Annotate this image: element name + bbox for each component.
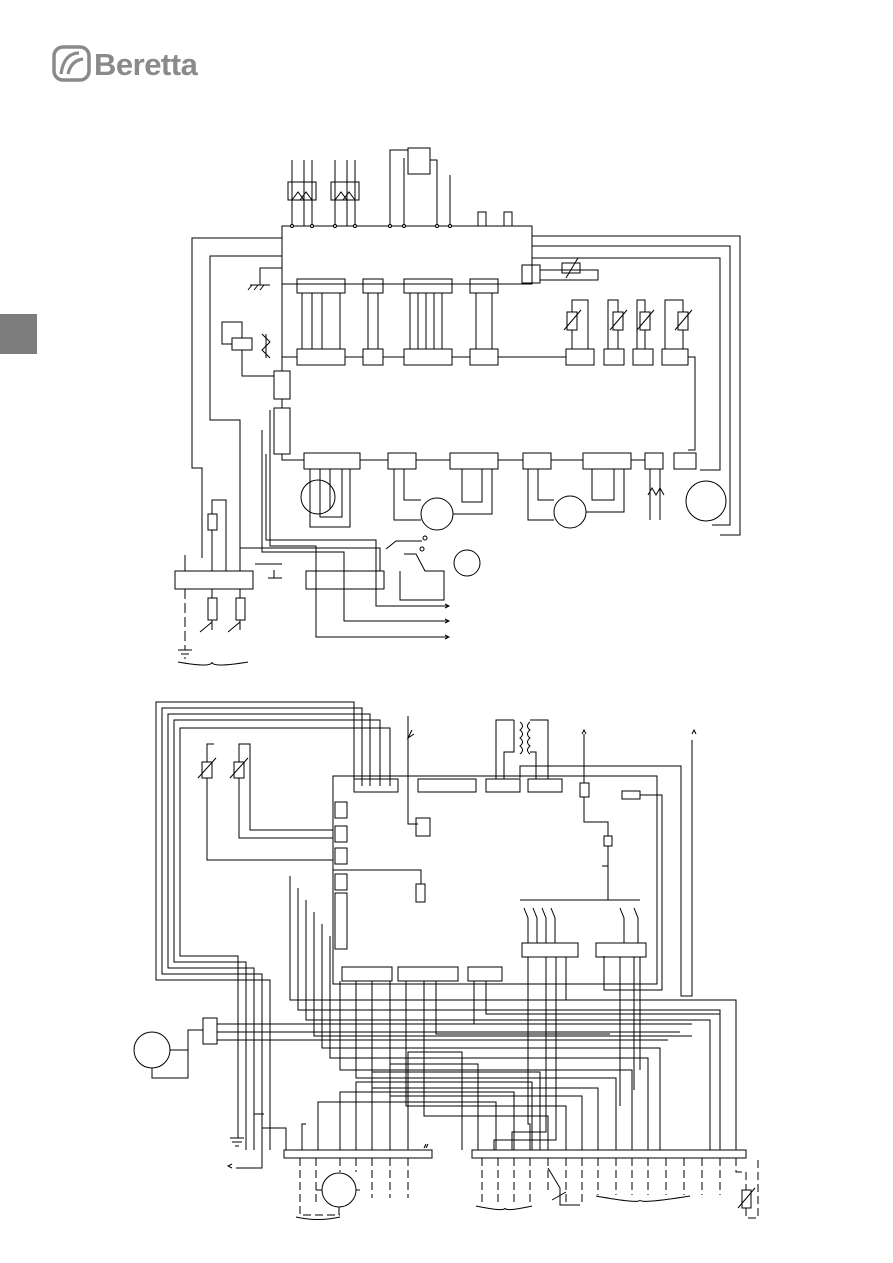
top-schematic xyxy=(175,148,740,665)
transformer-coils xyxy=(496,720,548,779)
routing-lines xyxy=(228,876,736,1168)
sensor-resistors xyxy=(564,300,692,349)
motor-connector-row xyxy=(304,453,696,469)
bottom-schematic xyxy=(134,702,758,1220)
terminal-strip-right xyxy=(472,1150,746,1158)
motor-symbols xyxy=(301,480,726,576)
top-plug-connector xyxy=(288,160,359,226)
upper-connector-row xyxy=(297,279,498,293)
top-switch-box xyxy=(408,148,430,174)
terminal-strip-left xyxy=(284,1150,432,1158)
